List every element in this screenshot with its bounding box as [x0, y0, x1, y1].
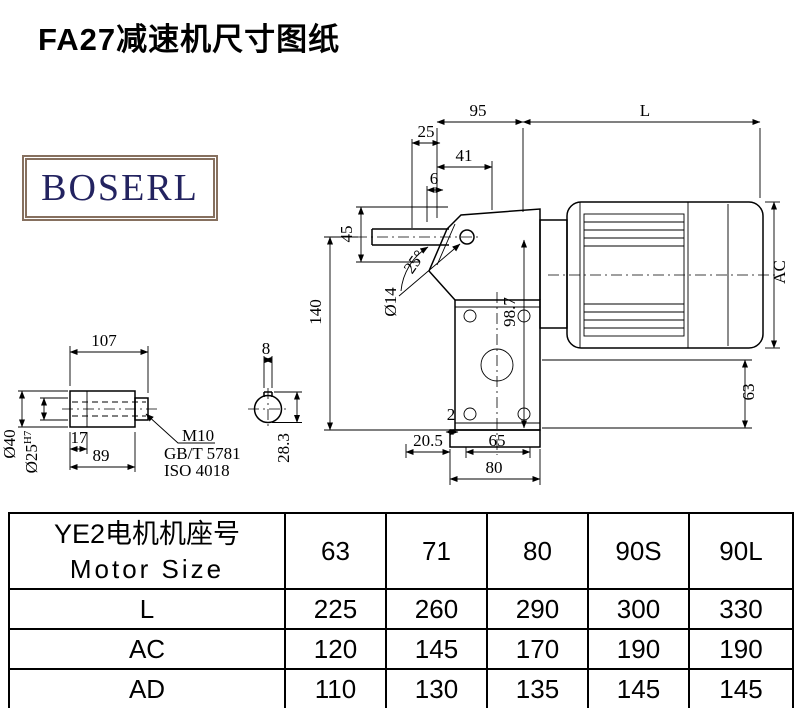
- row-label-AD: AD: [8, 668, 286, 708]
- dim-95-label: 95: [470, 101, 487, 120]
- table-header-size-80: 80: [486, 512, 589, 590]
- dim-107-label: 107: [91, 331, 117, 350]
- table-cell: 330: [688, 588, 794, 630]
- table-cell: 110: [284, 668, 387, 708]
- table-cell: 260: [385, 588, 488, 630]
- dim-65-label: 65: [489, 431, 506, 450]
- dim-140-label: 140: [306, 299, 325, 325]
- standard-gb-label: GB/T 5781: [164, 444, 241, 463]
- table-cell: 145: [385, 628, 488, 670]
- dim-shaft-dia-label: Ø40: [0, 429, 19, 458]
- motor-size-label-cn: YE2电机机座号: [53, 519, 241, 549]
- row-label-L: L: [8, 588, 286, 630]
- table-header-size-63: 63: [284, 512, 387, 590]
- table-header-size-71: 71: [385, 512, 488, 590]
- table-cell: 225: [284, 588, 387, 630]
- table-header-row: YE2电机机座号 Motor Size 63 71 80 90S 90L: [8, 512, 794, 590]
- motor: [539, 201, 778, 349]
- dim-AC-label: AC: [770, 260, 789, 284]
- table-cell: 290: [486, 588, 589, 630]
- dim-L-label: L: [640, 101, 650, 120]
- table-cell: 190: [688, 628, 794, 670]
- row-label-AC: AC: [8, 628, 286, 670]
- table-header-size-90S: 90S: [587, 512, 690, 590]
- shaft-section-view: 8 28.3: [248, 339, 302, 463]
- dim-20-5-label: 20.5: [413, 431, 443, 450]
- dim-6-label: 6: [430, 169, 439, 188]
- dim-17-label: 17: [71, 428, 89, 447]
- dim-89-label: 89: [93, 446, 110, 465]
- table-row-AD: AD 110 130 135 145 145: [8, 668, 794, 708]
- dim-key-height-label: 28.3: [274, 433, 293, 463]
- dim-key-width-label: 8: [262, 339, 271, 358]
- table-cell: 135: [486, 668, 589, 708]
- page-title: FA27减速机尺寸图纸: [38, 22, 341, 57]
- dim-63-label: 63: [739, 384, 758, 401]
- standard-iso-label: ISO 4018: [164, 461, 230, 480]
- bore-tolerance-value: H7: [22, 430, 34, 444]
- bore-dia-value: Ø25: [22, 444, 41, 473]
- table-row-L: L 225 260 290 300 330: [8, 588, 794, 630]
- dim-41-label: 41: [456, 146, 473, 165]
- motor-size-label-en: Motor Size: [69, 554, 225, 584]
- table-cell: 300: [587, 588, 690, 630]
- dim-bore-dia-label: Ø25H7: [22, 430, 41, 473]
- main-view-dimensions: 95 L 25 41 6 45 25°: [306, 101, 789, 485]
- table-header-size-90L: 90L: [688, 512, 794, 590]
- thread-spec-label: M10: [182, 426, 214, 445]
- gearbox-dimension-drawing: 95 L 25 41 6 45 25°: [0, 101, 789, 485]
- brand-logo-text: BOSERL: [41, 167, 199, 209]
- dim-angle-label: 25°: [400, 247, 429, 277]
- table-cell: 170: [486, 628, 589, 670]
- table-cell: 145: [688, 668, 794, 708]
- table-cell: 130: [385, 668, 488, 708]
- table-row-AC: AC 120 145 170 190 190: [8, 628, 794, 670]
- table-header-motor-size: YE2电机机座号 Motor Size: [8, 512, 286, 590]
- dim-98-7-label: 98.7: [500, 297, 519, 327]
- dim-45-label: 45: [337, 226, 356, 243]
- brand-logo-box: BOSERL: [22, 155, 218, 221]
- motor-size-table: YE2电机机座号 Motor Size 63 71 80 90S 90L L 2…: [8, 512, 794, 708]
- table-cell: 145: [587, 668, 690, 708]
- dim-25-label: 25: [418, 122, 435, 141]
- dim-hole-dia-label: Ø14: [381, 287, 400, 317]
- dim-2-label: 2: [447, 405, 456, 424]
- output-shaft-view: 107 17 89 Ø40 Ø25H7 M10 GB/T 5781 ISO 40…: [0, 331, 241, 480]
- table-cell: 120: [284, 628, 387, 670]
- table-cell: 190: [587, 628, 690, 670]
- dim-80-label: 80: [486, 458, 503, 477]
